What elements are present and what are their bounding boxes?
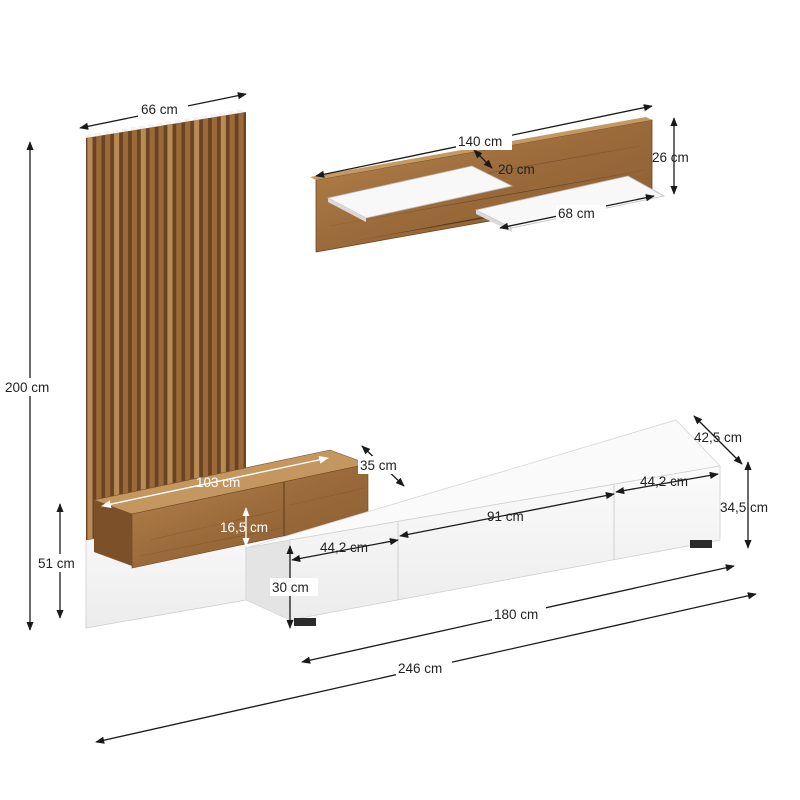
panel-slat-cap <box>111 129 120 134</box>
panel-slat <box>104 133 111 537</box>
label-cabinet-length: 180 cm <box>494 607 538 622</box>
dim-line-center-door <box>399 492 615 538</box>
label-drawer-depth: 35 cm <box>360 458 397 473</box>
label-shelf-length: 140 cm <box>458 134 502 149</box>
label-bench-height: 51 cm <box>38 556 75 571</box>
bench-front <box>94 500 132 566</box>
panel-slat <box>220 115 227 517</box>
dim-line-bench-length <box>101 455 329 509</box>
label-panel-width: 66 cm <box>141 102 178 117</box>
panel-slat <box>158 125 165 528</box>
cabinet-foot-left <box>294 618 316 626</box>
label-cabinet-height: 34,5 cm <box>720 500 768 515</box>
label-plinth-height: 30 cm <box>272 580 309 595</box>
panel-slat <box>95 135 102 539</box>
dim-line-right-door <box>615 471 719 495</box>
label-left-door: 44,2 cm <box>320 540 368 555</box>
label-total-length: 246 cm <box>398 661 442 676</box>
dimension-lines <box>26 92 757 744</box>
dim-line-left-door <box>291 537 399 563</box>
label-cabinet-depth: 42,5 cm <box>694 430 742 445</box>
panel-slat <box>86 136 93 541</box>
panel-slat <box>238 112 245 514</box>
panel-slat <box>166 123 173 527</box>
label-right-door: 44,2 cm <box>640 474 688 489</box>
shelf-board-left-edge <box>328 198 366 222</box>
panel-slat <box>149 126 156 530</box>
label-drawer-height: 16,5 cm <box>220 520 268 535</box>
label-shelf-height: 26 cm <box>652 150 689 165</box>
dim-line-shelf-depth <box>473 149 493 169</box>
label-bench-length: 103 cm <box>196 475 240 490</box>
panel-slat <box>122 130 129 534</box>
label-panel-height: 200 cm <box>5 380 49 395</box>
panel-slat-cap <box>102 131 111 135</box>
panel-slat <box>113 132 120 536</box>
cabinet-foot-right <box>690 540 712 548</box>
panel-slat <box>184 120 191 523</box>
dim-line-cabinet-depth <box>693 415 743 465</box>
panel-slat <box>202 117 209 520</box>
panel-slat <box>211 116 218 519</box>
panel-slat-cap <box>94 132 102 137</box>
panel-slat-cap <box>85 133 93 138</box>
panel-slat <box>193 119 200 522</box>
label-center-door: 91 cm <box>487 509 524 524</box>
panel-slat <box>131 129 138 533</box>
panel-slat <box>140 128 147 531</box>
dimension-labels: 66 cm 200 cm 51 cm 103 cm 16,5 cm 35 cm … <box>4 100 768 678</box>
panel-slat <box>175 122 182 525</box>
label-shelf-depth: 20 cm <box>498 162 535 177</box>
label-shelf-board: 68 cm <box>558 206 595 221</box>
panel-slat <box>229 113 236 516</box>
